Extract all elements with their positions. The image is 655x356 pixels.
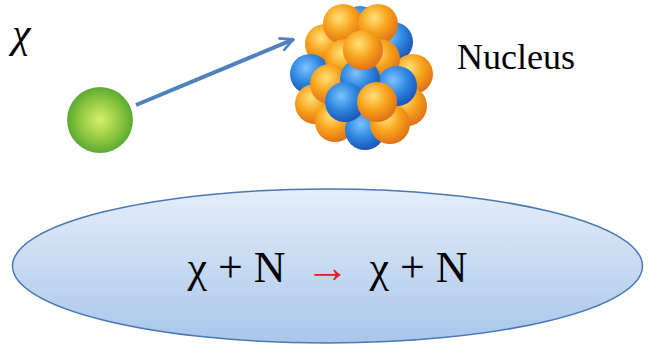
nucleus-cluster: Nucleus: [285, 4, 435, 150]
reaction-term: χ + N: [370, 242, 468, 293]
nucleon-ball: [357, 82, 397, 122]
reaction-arrow: →: [306, 242, 350, 293]
reaction-ellipse: χ + N → χ + N: [10, 187, 645, 347]
reaction-term: χ + N: [187, 242, 285, 293]
particle-symbol: χ: [12, 9, 30, 57]
nucleus-label: Nucleus: [457, 36, 575, 78]
nucleon-ball: [343, 30, 383, 70]
particle-circle: χ: [67, 87, 133, 153]
scatter-arrow: [136, 39, 293, 105]
nucleus-illustration: [285, 4, 435, 150]
